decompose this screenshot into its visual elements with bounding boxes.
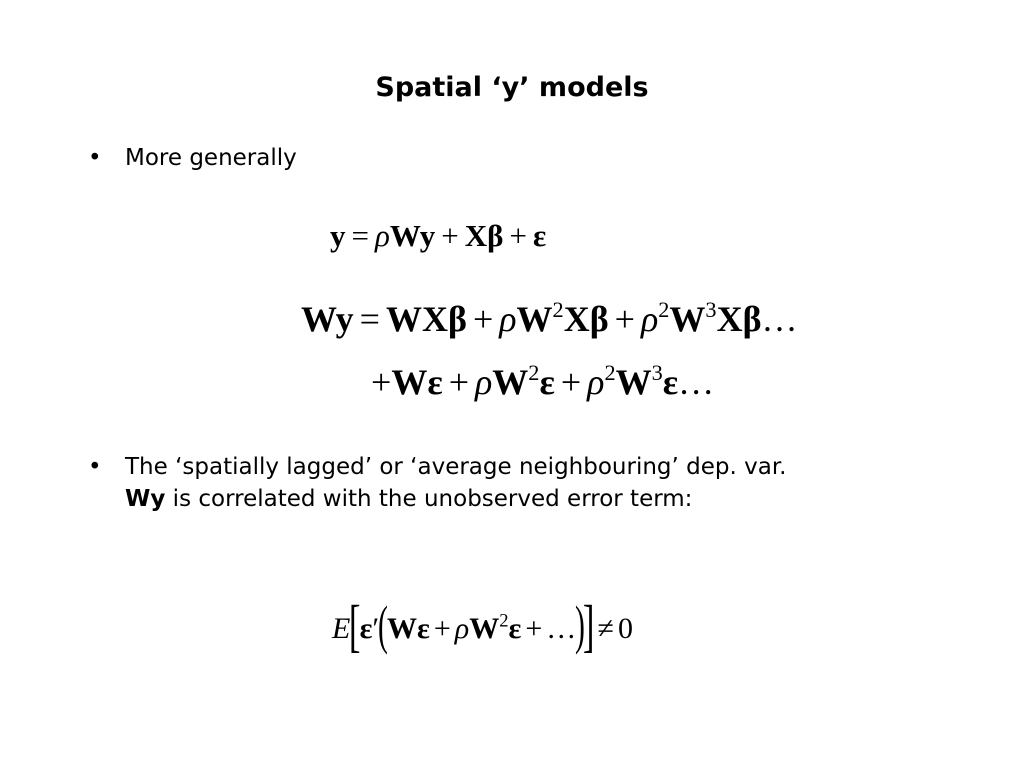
bullet-text: More generally [125, 145, 297, 171]
slide-title: Spatial ‘y’ models [375, 72, 649, 103]
equation-expansion-line2: +Wε+ρW2ε+ρ2W3ε… [371, 360, 715, 402]
equation-model: y=ρWy+Xβ+ε [330, 218, 547, 253]
bullet-text-line1: The ‘spatially lagged’ or ‘average neigh… [125, 454, 787, 480]
bullet-text-line2-rest: is correlated with the unobserved error … [165, 486, 693, 512]
bullet-text-line2: Wy is correlated with the unobserved err… [125, 483, 692, 515]
wy-term: Wy [125, 486, 166, 512]
equation-expansion-line1: Wy=WXβ+ρW2Xβ+ρ2W3Xβ… [301, 297, 798, 339]
bullet-icon: • [88, 145, 102, 171]
bullet-icon: • [88, 454, 102, 480]
equation-expectation: E[ε′(Wε+ρW2ε+…)]≠0 [332, 593, 634, 658]
